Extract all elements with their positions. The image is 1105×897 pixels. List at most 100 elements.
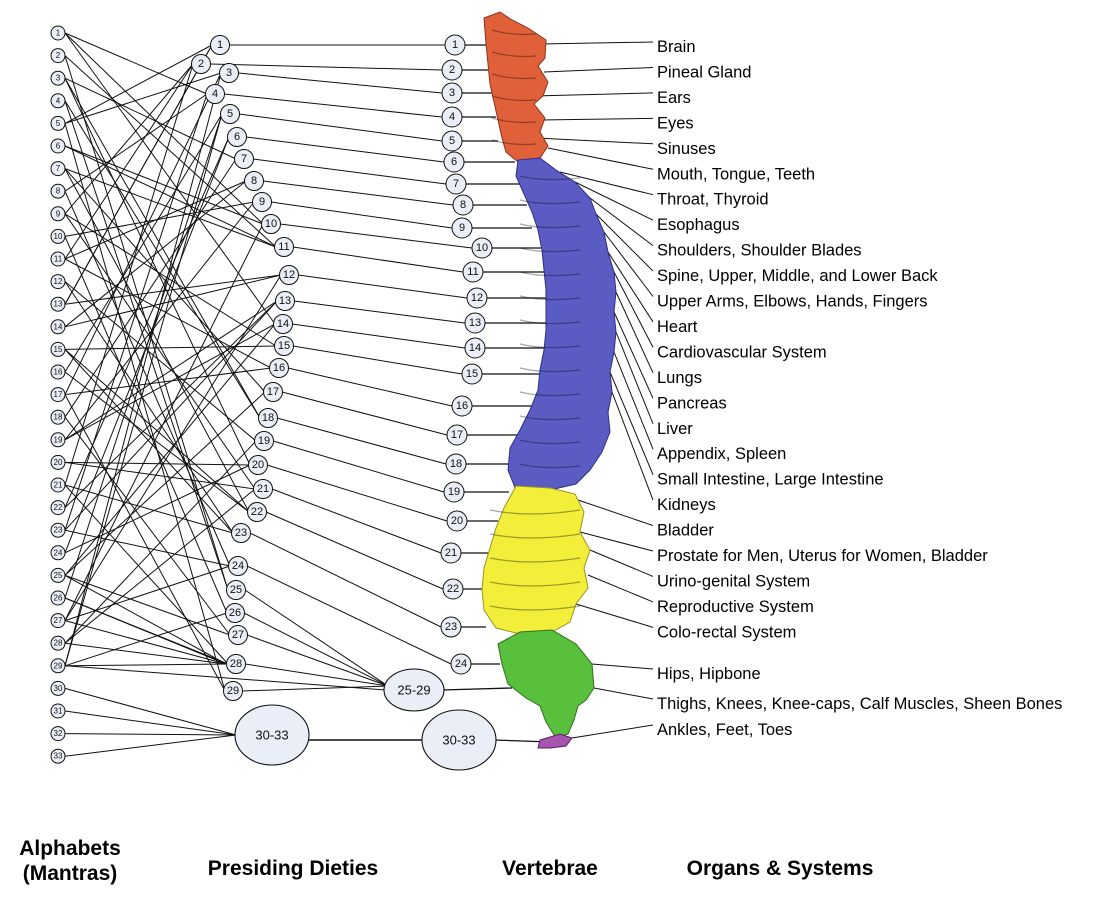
organ-leader-line: [571, 724, 654, 739]
alphabet-node: 7: [50, 161, 66, 177]
alphabet-node: 31: [50, 703, 66, 719]
organ-leader-line: [574, 181, 654, 221]
mantra-line: [64, 72, 222, 124]
alphabet-node-label: 15: [54, 345, 63, 354]
vertebra-node: 21: [440, 542, 462, 564]
deity-vertebra-line: [292, 246, 464, 273]
alphabet-node-label: 7: [56, 164, 61, 173]
organ-label: Spine, Upper, Middle, and Lower Back: [657, 267, 938, 285]
alphabet-node: 3: [50, 70, 66, 86]
alphabet-node-label: 28: [54, 639, 63, 648]
mantra-line: [64, 461, 251, 466]
alphabet-node: 16: [50, 364, 66, 380]
vertebra-node: 23: [440, 616, 462, 638]
mantra-line: [64, 274, 282, 328]
organ-leader-line: [547, 147, 654, 170]
alphabet-node: 15: [50, 341, 66, 357]
mantra-line: [64, 77, 237, 160]
deity-node-label: 12: [283, 269, 295, 281]
organ-leader-line: [591, 663, 654, 670]
organ-label: Thighs, Knees, Knee-caps, Calf Muscles, …: [657, 695, 1062, 713]
deity-vertebra-line: [252, 158, 447, 185]
deity-node-label: 1: [217, 39, 223, 51]
vertebra-node: 12: [466, 287, 488, 309]
alphabet-node-label: 30: [54, 684, 63, 693]
deity-vertebra-line: [293, 300, 466, 324]
vertebra-node: 18: [445, 453, 467, 475]
deity-node-label: 28: [230, 658, 242, 670]
vertebra-group-node-label: 30-33: [442, 733, 475, 748]
vertebra-node-label: 9: [459, 222, 465, 234]
alphabet-node: 5: [50, 115, 66, 131]
alphabet-node-label: 20: [54, 458, 63, 467]
alphabet-node-label: 24: [54, 548, 63, 557]
vertebra-node: 5: [441, 130, 463, 152]
organ-leader-line: [613, 271, 654, 348]
mantra-line: [64, 180, 247, 328]
organ-leader-line: [543, 66, 654, 73]
connector-lines: [64, 32, 654, 757]
alphabet-node: 22: [50, 500, 66, 516]
vertebra-node: 13: [464, 312, 486, 334]
deity-vertebra-line: [292, 345, 463, 375]
organ-label: Kidneys: [657, 496, 716, 514]
deity-node: 7: [234, 149, 254, 169]
deity-vertebra-line: [265, 511, 444, 590]
deity-node-label: 15: [278, 340, 290, 352]
alphabet-node-label: 16: [54, 368, 63, 377]
deity-vertebra-line: [262, 180, 454, 206]
lumbar-vertebrae: [481, 485, 591, 635]
organ-label: Bladder: [657, 522, 714, 540]
deity-node-label: 10: [265, 218, 277, 230]
deity-vertebra-line: [287, 367, 453, 407]
alphabet-node-label: 5: [56, 119, 61, 128]
organ-label: Eyes: [657, 114, 694, 132]
vertebra-node: 2: [441, 59, 463, 81]
mantra-line: [64, 113, 223, 599]
deity-node: 10: [261, 214, 281, 234]
alphabet-node: 17: [50, 387, 66, 403]
deity-vertebra-line: [276, 417, 447, 465]
alphabet-node-label: 1: [56, 29, 61, 38]
organ-label: Pancreas: [657, 394, 727, 412]
deity-node-label: 21: [257, 483, 269, 495]
organ-label: Appendix, Spleen: [657, 445, 786, 463]
mantra-line: [64, 32, 208, 95]
mantra-line: [64, 213, 277, 347]
vertebra-node: 24: [450, 653, 472, 675]
vertebra-node: 1: [444, 34, 466, 56]
alphabet-node: 33: [50, 748, 66, 764]
deity-vertebra-line: [281, 391, 448, 436]
alphabet-node: 26: [50, 590, 66, 606]
group-25-29-tick: [441, 687, 513, 691]
deity-node: 9: [252, 192, 272, 212]
deity-node: 12: [279, 265, 299, 285]
vertebra-node: 16: [451, 395, 473, 417]
mantra-line: [64, 597, 227, 665]
alphabet-node: 18: [50, 409, 66, 425]
organ-label: Prostate for Men, Uterus for Women, Blad…: [657, 547, 988, 565]
deity-node-label: 27: [232, 629, 244, 641]
alphabet-node-label: 18: [54, 413, 63, 422]
number-nodes: 1234567891011121314151617181920212223242…: [50, 25, 497, 771]
organ-leader-line: [615, 331, 654, 424]
organ-label: Esophagus: [657, 216, 740, 234]
vertebra-node-label: 5: [449, 135, 455, 147]
organ-label: Mouth, Tongue, Teeth: [657, 165, 815, 183]
organ-label: Brain: [657, 38, 696, 56]
mantra-line: [64, 461, 256, 490]
alphabet-node-label: 17: [54, 390, 63, 399]
organ-label: Sinuses: [657, 140, 716, 158]
deity-vertebra-line: [237, 72, 443, 94]
organ-leader-line: [575, 603, 654, 628]
sacrum: [497, 629, 595, 739]
deity-vertebra-line: [279, 223, 473, 249]
alphabet-node: 28: [50, 635, 66, 651]
mantra-line: [64, 113, 223, 373]
alphabet-node-label: 6: [56, 142, 61, 151]
mantra-line: [64, 323, 276, 441]
alphabet-node: 14: [50, 319, 66, 335]
deity-node-label: 16: [273, 362, 285, 374]
